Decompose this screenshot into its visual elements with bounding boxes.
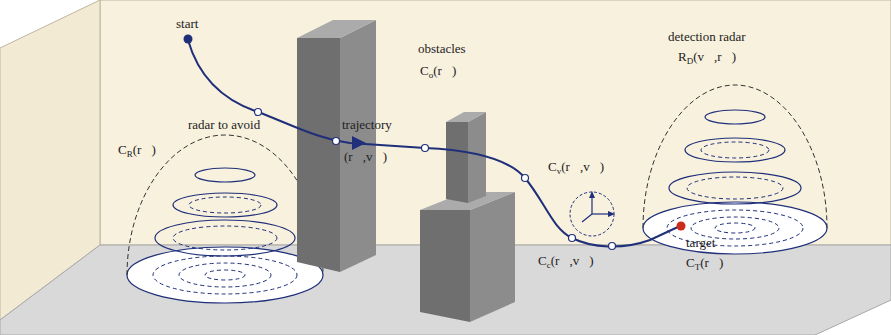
scene-label: target (686, 236, 715, 251)
scene-label: radar to avoid (188, 118, 260, 133)
radar-to-avoid (127, 135, 323, 303)
math-label: CT(r⃗) (686, 256, 723, 272)
math-label: Co(r⃗) (420, 64, 456, 80)
math-label: Cv(r⃗,v⃗) (548, 160, 604, 176)
obstacle-tall (297, 20, 376, 272)
scene-label: (r⃗,v⃗) (344, 150, 387, 165)
math-label: RD(v⃗,r⃗) (678, 50, 736, 66)
scene-label: detection radar (668, 30, 746, 45)
scene-label: start (176, 17, 198, 32)
detection-radar (643, 85, 827, 254)
math-label: CR(r⃗) (118, 143, 156, 159)
math-label: Cc(r⃗,v⃗) (538, 254, 594, 270)
velocity-frame (570, 191, 615, 236)
scene-label: trajectory (342, 118, 392, 133)
trajectory-curve (184, 35, 686, 250)
scene-label: obstacles (418, 42, 466, 57)
obstacle-stacked (420, 112, 515, 322)
